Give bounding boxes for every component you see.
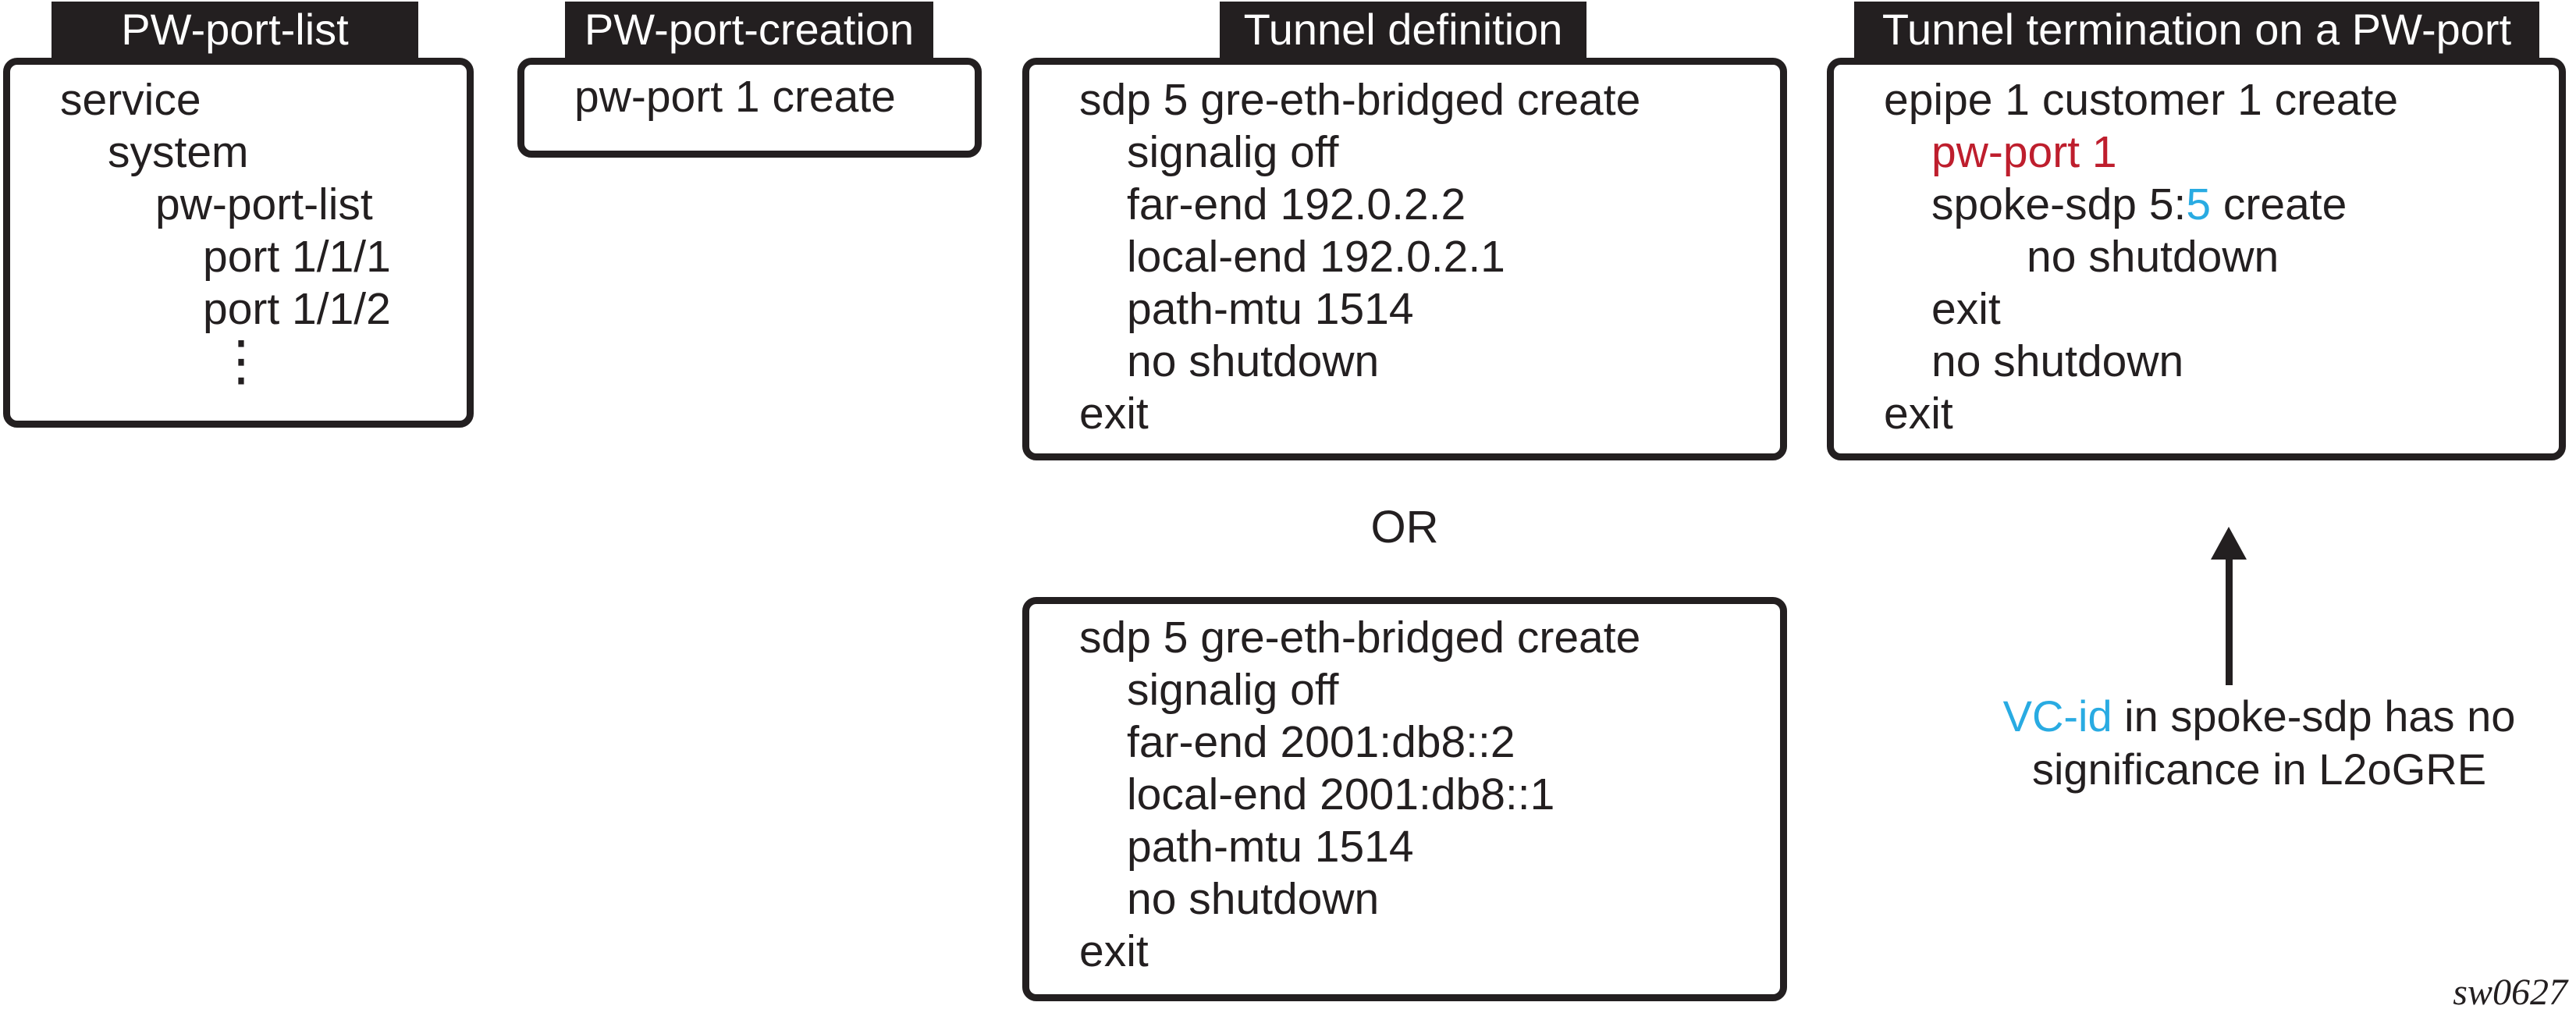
code-line: exit (1884, 388, 2545, 440)
code-line: local-end 2001:db8::1 (1079, 769, 1766, 821)
code-line: signalig off (1079, 664, 1766, 716)
code-text: pw-port 1 create (574, 72, 896, 122)
code-line: far-end 192.0.2.2 (1079, 179, 1766, 231)
code-line: sdp 5 gre-eth-bridged create (1079, 74, 1766, 126)
pw-port-highlight: pw-port 1 (1931, 127, 2117, 177)
box-title-pw-port-creation: PW-port-creation (565, 2, 933, 58)
annotation-text: significance in L2oGRE (2031, 744, 2487, 794)
box-title-tunnel-definition: Tunnel definition (1220, 2, 1586, 58)
code-line: path-mtu 1514 (1079, 283, 1766, 336)
code-text: no shutdown (1127, 874, 1380, 924)
code-text: exit (1079, 926, 1149, 976)
code-line: system (60, 126, 453, 179)
code-text: spoke-sdp 5: (1931, 179, 2187, 229)
annotation-line-1: VC-id in spoke-sdp has no (1908, 690, 2576, 743)
config-box-tunnel-definition-ipv6: sdp 5 gre-eth-bridged create signalig of… (1022, 597, 1787, 1001)
code-text: signalig off (1127, 127, 1339, 177)
code-line: spoke-sdp 5:5 create (1884, 179, 2545, 231)
box-title-tunnel-termination: Tunnel termination on a PW-port (1854, 2, 2539, 58)
code-text: exit (1079, 389, 1149, 439)
code-text: exit (1884, 389, 1953, 439)
code-text: sdp 5 gre-eth-bridged create (1079, 75, 1641, 125)
code-line: service (60, 74, 453, 126)
arrow-up-head (2211, 527, 2247, 560)
vc-id-annotation: VC-id in spoke-sdp has no significance i… (1908, 690, 2576, 796)
figure-label: sw0627 (2453, 972, 2567, 1013)
vc-id-term: VC-id (2002, 691, 2112, 741)
config-box-tunnel-definition-ipv4: sdp 5 gre-eth-bridged create signalig of… (1022, 58, 1787, 460)
code-text: epipe 1 customer 1 create (1884, 75, 2399, 125)
code-line: exit (1884, 283, 2545, 336)
code-line: path-mtu 1514 (1079, 821, 1766, 873)
code-text: far-end 192.0.2.2 (1127, 179, 1466, 229)
code-text: port 1/1/2 (203, 284, 391, 334)
code-line: no shutdown (1884, 231, 2545, 283)
code-line: no shutdown (1079, 336, 1766, 388)
code-text: no shutdown (1931, 336, 2184, 386)
code-line: no shutdown (1884, 336, 2545, 388)
config-box-tunnel-termination: epipe 1 customer 1 create pw-port 1 spok… (1827, 58, 2566, 460)
code-text: sdp 5 gre-eth-bridged create (1079, 613, 1641, 663)
code-line: sdp 5 gre-eth-bridged create (1079, 612, 1766, 664)
config-box-pw-port-list: service system pw-port-list port 1/1/1 p… (3, 58, 474, 428)
vc-id-value-highlight: 5 (2186, 179, 2212, 229)
code-text: signalig off (1127, 665, 1339, 715)
code-text: service (60, 75, 201, 125)
code-text: pw-port-list (155, 179, 373, 229)
box-title-pw-port-list: PW-port-list (52, 2, 418, 58)
code-line: signalig off (1079, 126, 1766, 179)
code-text: no shutdown (2027, 232, 2279, 282)
code-line: port 1/1/2 (60, 283, 453, 336)
code-text: path-mtu 1514 (1127, 822, 1414, 872)
annotation-line-2: significance in L2oGRE (1908, 743, 2576, 796)
code-line: pw-port-list (60, 179, 453, 231)
code-text: port 1/1/1 (203, 232, 391, 282)
code-text: create (2211, 179, 2347, 229)
code-text: system (108, 127, 249, 177)
code-text: exit (1931, 284, 2001, 334)
code-line: epipe 1 customer 1 create (1884, 74, 2545, 126)
code-text: no shutdown (1127, 336, 1380, 386)
code-line: pw-port 1 create (574, 71, 961, 123)
code-line: port 1/1/1 (60, 231, 453, 283)
code-text: local-end 2001:db8::1 (1127, 769, 1555, 819)
vertical-ellipsis: ⋮ (214, 329, 268, 393)
code-text: local-end 192.0.2.1 (1127, 232, 1505, 282)
code-line: far-end 2001:db8::2 (1079, 716, 1766, 769)
annotation-text: in spoke-sdp has no (2112, 691, 2516, 741)
config-box-pw-port-creation: pw-port 1 create (517, 58, 982, 158)
or-label: OR (1370, 502, 1439, 553)
code-text: path-mtu 1514 (1127, 284, 1414, 334)
code-line: exit (1079, 926, 1766, 978)
code-line: pw-port 1 (1884, 126, 2545, 179)
code-line: no shutdown (1079, 873, 1766, 926)
code-line: local-end 192.0.2.1 (1079, 231, 1766, 283)
code-line: ⋮ (60, 333, 453, 391)
arrow-up-shaft (2226, 556, 2233, 685)
code-text: far-end 2001:db8::2 (1127, 717, 1515, 767)
code-line: exit (1079, 388, 1766, 440)
